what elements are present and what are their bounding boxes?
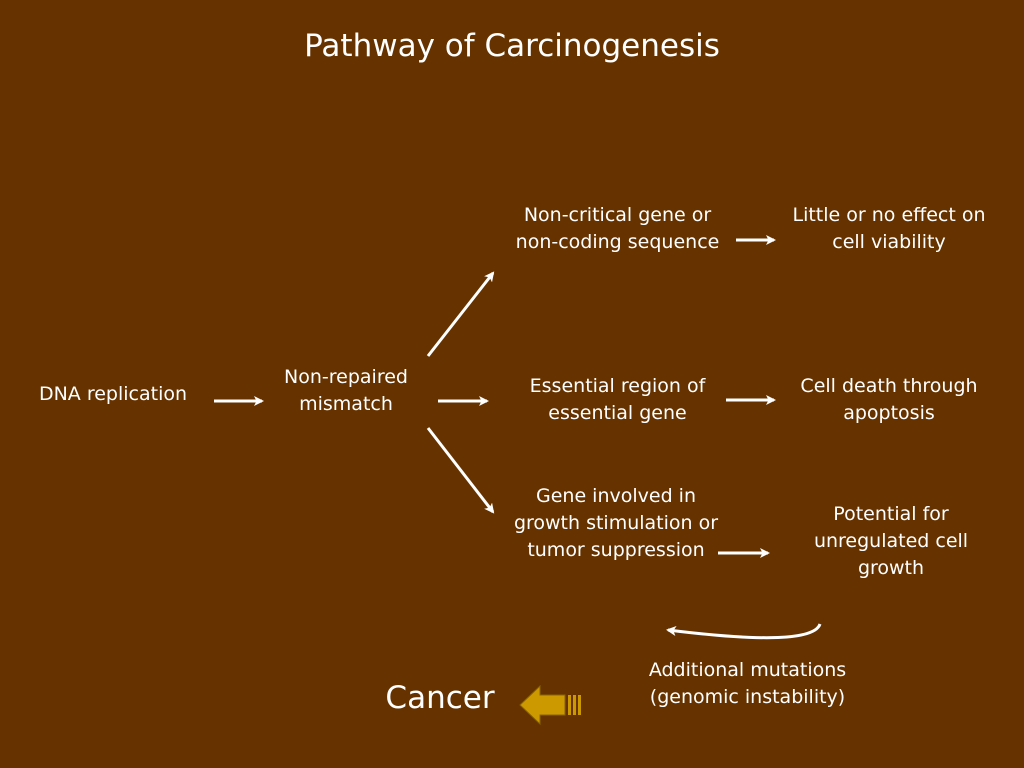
arrow-mismatch-to-non-critical	[426, 271, 495, 357]
node-additional-mutations: Additional mutations (genomic instabilit…	[648, 659, 847, 708]
node-dna-replication: DNA replication	[38, 383, 188, 405]
slide-title: Pathway of Carcinogenesis	[304, 28, 720, 64]
node-essential-region: Essential region of essential gene	[529, 375, 706, 424]
node-non-repaired-mismatch: Non-repaired mismatch	[284, 366, 408, 415]
block-arrow-to-cancer	[519, 684, 581, 726]
node-unregulated-growth: Potential for unregulated cell growth	[813, 503, 969, 579]
curved-arrow-to-additional-mutations	[666, 623, 822, 640]
arrow-mismatch-to-growth-gene	[426, 427, 495, 514]
node-growth-gene: Gene involved in growth stimulation or t…	[513, 485, 719, 561]
node-cancer: Cancer	[385, 680, 495, 716]
node-little-effect: Little or no effect on cell viability	[792, 204, 986, 253]
node-non-critical-gene: Non-critical gene or non-coding sequence	[515, 204, 720, 253]
node-cell-death: Cell death through apoptosis	[800, 375, 978, 424]
